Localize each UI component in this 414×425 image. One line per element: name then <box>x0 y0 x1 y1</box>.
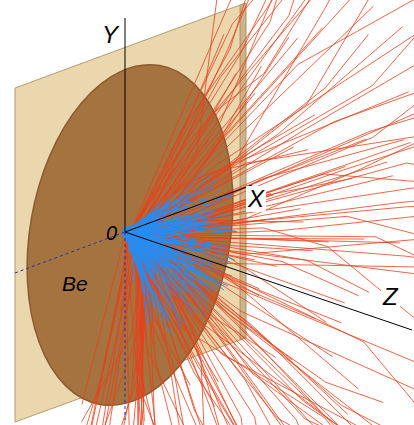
red-track <box>84 239 130 425</box>
z-axis <box>125 232 412 330</box>
blue-track <box>125 232 167 321</box>
red-track <box>130 233 414 425</box>
red-track <box>126 0 298 239</box>
red-track <box>129 0 358 235</box>
red-track <box>135 86 414 235</box>
axes <box>15 18 412 420</box>
material-label: Be <box>62 272 88 295</box>
red-track <box>130 233 414 425</box>
blue-track <box>125 232 217 248</box>
y-axis <box>125 18 126 232</box>
red-track <box>82 234 125 404</box>
red-track <box>133 0 414 234</box>
axis-label: X <box>246 186 266 212</box>
red-track <box>73 230 130 425</box>
blue-track <box>125 195 235 232</box>
x-axis <box>125 185 252 232</box>
blue-track <box>125 232 228 286</box>
red-track <box>44 233 134 425</box>
axis-label: Y <box>100 22 120 48</box>
blue-track <box>125 232 201 270</box>
blue-track <box>125 232 220 283</box>
red-track <box>133 233 393 425</box>
red-track <box>141 34 224 230</box>
red-track <box>128 0 341 234</box>
blue-track <box>125 232 169 321</box>
red-track <box>28 240 129 425</box>
origin-label: 0 <box>104 222 119 244</box>
y-axis-hidden <box>125 232 126 420</box>
primary-tracks <box>125 170 237 335</box>
red-track <box>131 232 398 425</box>
blue-track <box>125 203 215 232</box>
blue-track <box>125 228 201 233</box>
red-track <box>134 238 414 425</box>
red-track <box>85 232 139 425</box>
red-track <box>92 237 140 425</box>
blue-track <box>125 218 210 232</box>
red-track <box>128 0 406 238</box>
red-track <box>135 0 414 238</box>
red-track <box>147 235 354 425</box>
blue-track <box>125 175 210 232</box>
red-track <box>142 37 289 234</box>
blue-track <box>125 170 204 232</box>
blue-track <box>125 232 145 310</box>
axis-label: Z <box>381 284 400 310</box>
